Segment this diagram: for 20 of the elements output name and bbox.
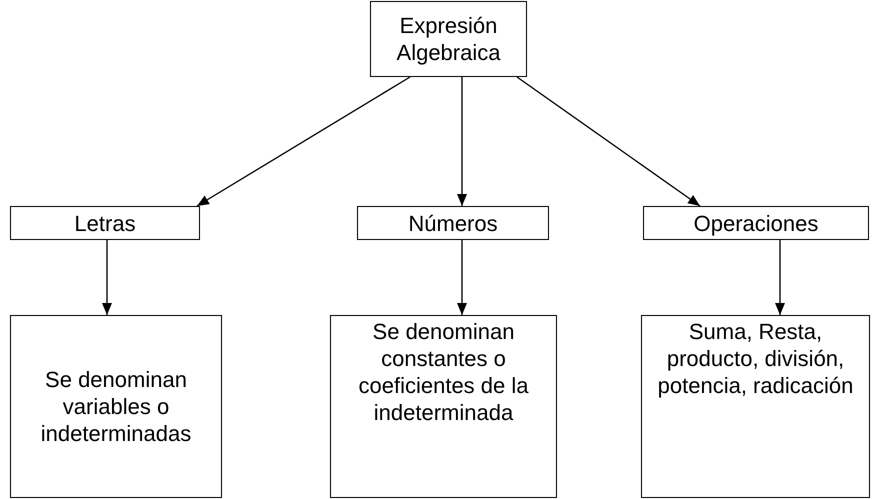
text-box: [10, 206, 200, 240]
box-text: Números: [408, 210, 498, 236]
text-box: [330, 315, 557, 498]
arrow: [196, 76, 410, 207]
text-box: [370, 1, 527, 77]
arrow: [102, 240, 112, 315]
box-text: Se denominan variables o indeterminadas: [40, 366, 192, 447]
arrow: [457, 240, 467, 315]
box-text: Expresión Algebraica: [396, 12, 502, 66]
text-box: [643, 206, 869, 240]
text-box: [641, 315, 870, 498]
arrow: [775, 240, 785, 315]
text-box: [10, 315, 222, 498]
box-text: Operaciones: [694, 210, 818, 236]
box-text: Suma, Resta, producto, división, potencia, radicación: [656, 318, 854, 399]
box-text: Se denominan constantes o coeficientes de la indeterminada: [358, 318, 530, 426]
arrow: [457, 77, 467, 206]
box-text: Letras: [74, 210, 136, 236]
arrow: [516, 76, 700, 207]
text-box: [357, 206, 549, 240]
